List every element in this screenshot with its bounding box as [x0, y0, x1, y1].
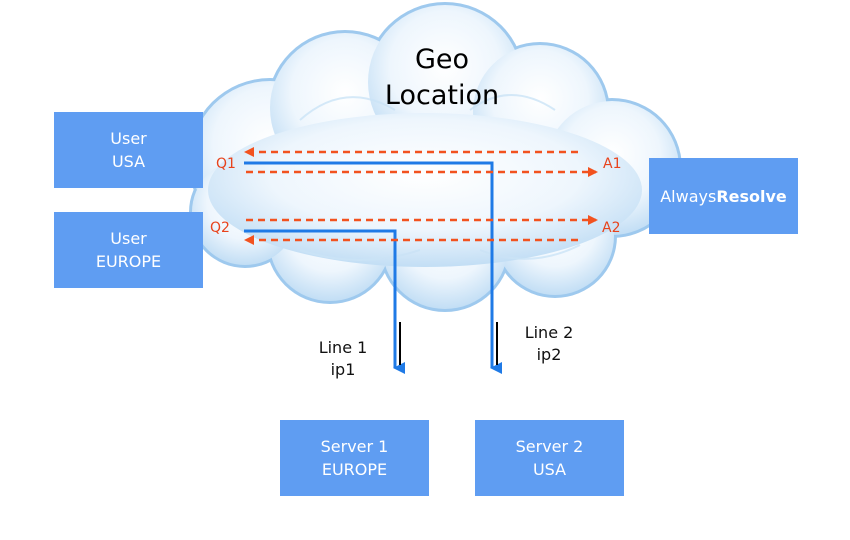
user-europe-box: User EUROPE — [54, 212, 203, 288]
line-2-name: Line 2 — [524, 323, 574, 342]
route-line-2 — [244, 161, 502, 374]
route-line-1 — [244, 229, 405, 374]
answer-label-a1: A1 — [603, 156, 622, 172]
cloud-title-line2: Location — [384, 80, 500, 111]
server-2-box: Server 2 USA — [475, 420, 624, 496]
line-1-label: Line 1 ip1 — [312, 337, 374, 381]
line-2-label: Line 2 ip2 — [518, 322, 580, 366]
line-2-ip: ip2 — [536, 345, 562, 364]
line-1-ip: ip1 — [330, 360, 356, 379]
line-1-name: Line 1 — [318, 338, 368, 357]
user-europe-line2: EUROPE — [95, 252, 162, 271]
query-label-q2: Q2 — [210, 220, 230, 236]
user-usa-box: User USA — [54, 112, 203, 188]
cloud-title-line1: Geo — [414, 44, 470, 75]
query-label-q1: Q1 — [216, 156, 236, 172]
cloud-shape — [188, 2, 682, 312]
server-1-line1: Server 1 — [320, 437, 389, 456]
user-usa-line2: USA — [111, 152, 146, 171]
answer-label-a2: A2 — [602, 220, 621, 236]
server-1-line2: EUROPE — [321, 460, 388, 479]
always-resolve-bold: Resolve — [716, 186, 787, 206]
always-resolve-prefix: Always — [660, 186, 717, 206]
server-2-line2: USA — [532, 460, 567, 479]
cloud-title: Geo Location — [352, 42, 532, 114]
server-2-line1: Server 2 — [515, 437, 584, 456]
user-usa-line1: User — [110, 129, 147, 148]
user-europe-line1: User — [110, 229, 147, 248]
server-1-box: Server 1 EUROPE — [280, 420, 429, 496]
